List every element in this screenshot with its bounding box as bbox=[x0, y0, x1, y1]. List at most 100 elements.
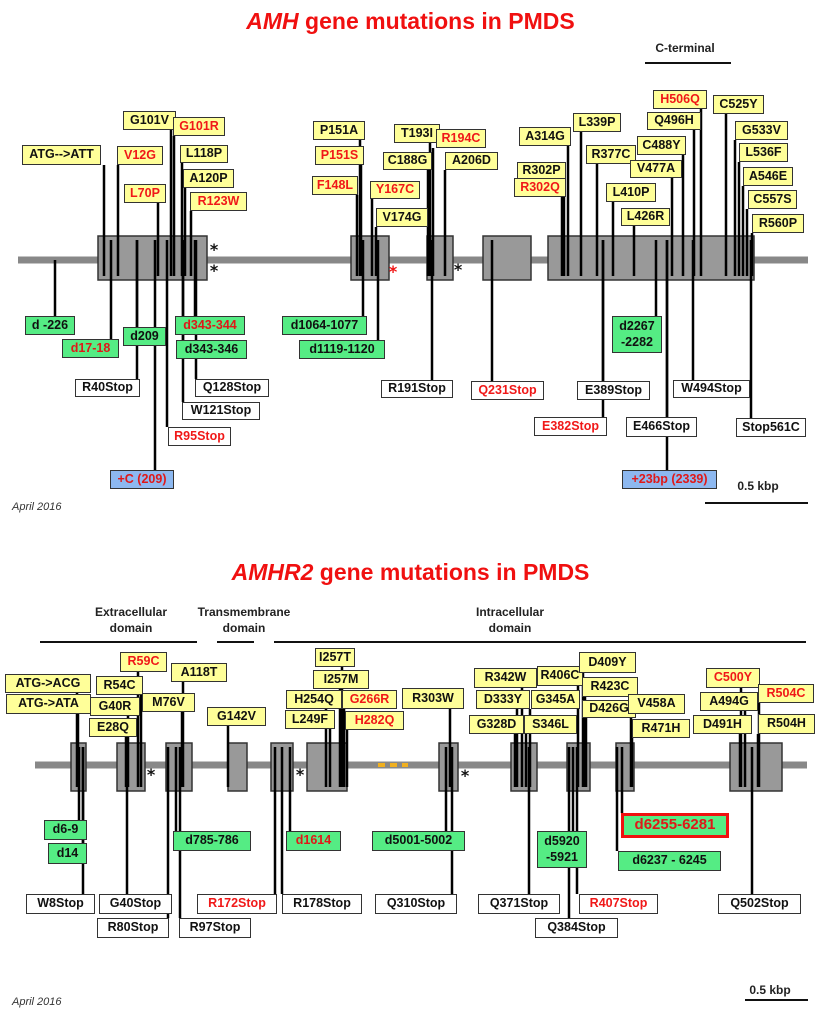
amh-mutation-label: V174G bbox=[376, 208, 428, 227]
amhr2-mutation-label: S346L bbox=[524, 715, 577, 734]
amhr2-mutation-label: Q384Stop bbox=[535, 918, 618, 938]
extracellular-domain-bar bbox=[40, 641, 197, 643]
amhr2-mutation-label: H282Q bbox=[345, 711, 404, 730]
amh-mutation-label: V477A bbox=[630, 160, 682, 178]
amh-date: April 2016 bbox=[12, 501, 62, 513]
amhr2-mutation-label: R406C bbox=[537, 666, 583, 686]
transmembrane-domain-bar bbox=[217, 641, 254, 643]
amh-mutation-label: F148L bbox=[312, 176, 358, 195]
amh-asterisk-icon: * bbox=[210, 240, 219, 259]
amh-mutation-label: d1119-1120 bbox=[299, 340, 385, 359]
amhr2-title: AMHR2 gene mutations in PMDS bbox=[0, 559, 821, 586]
amhr2-mutation-label: D333Y bbox=[476, 690, 530, 709]
amh-mutation-label: L118P bbox=[180, 145, 228, 163]
amh-mutation-label: P151S bbox=[315, 146, 364, 165]
amh-mutation-label: R377C bbox=[586, 145, 636, 164]
amhr2-mutation-label: R172Stop bbox=[197, 894, 277, 914]
amhr2-gene-name: AMHR2 bbox=[231, 559, 314, 585]
amhr2-mutation-label: R504H bbox=[758, 714, 815, 734]
amh-mutation-label: Q496H bbox=[647, 112, 701, 130]
amh-mutation-label: A546E bbox=[743, 167, 793, 186]
amhr2-mutation-label: D491H bbox=[693, 715, 752, 734]
amh-mutation-label: R560P bbox=[752, 214, 804, 233]
amh-scale-label: 0.5 kbp bbox=[737, 479, 779, 493]
amhr2-mutation-label: d14 bbox=[48, 843, 87, 864]
amh-mutation-label: R191Stop bbox=[381, 380, 453, 398]
amhr2-mutation-label: d785-786 bbox=[173, 831, 251, 851]
amh-mutation-label: G101V bbox=[123, 111, 176, 130]
amhr2-mutation-label: G345A bbox=[531, 690, 580, 709]
amh-mutation-label: C188G bbox=[383, 152, 432, 170]
amhr2-asterisk-icon: * bbox=[296, 765, 305, 784]
amhr2-asterisk-icon: * bbox=[461, 766, 470, 785]
amhr2-mutation-label: I257M bbox=[313, 670, 369, 689]
amh-scale-bar bbox=[705, 502, 808, 504]
amh-mutation-label: W121Stop bbox=[182, 402, 260, 420]
amhr2-mutation-label: R54C bbox=[96, 676, 143, 695]
amhr2-mutation-label: A494G bbox=[700, 692, 758, 711]
amh-mutation-label: Q128Stop bbox=[195, 379, 269, 397]
amh-mutation-label: A206D bbox=[445, 152, 498, 170]
amh-mutation-label: R302P bbox=[517, 162, 566, 180]
amhr2-mutation-label: D409Y bbox=[579, 652, 636, 673]
amhr2-mutation-label: W8Stop bbox=[26, 894, 95, 914]
amhr2-mutation-label: A118T bbox=[171, 663, 227, 682]
amh-mutation-label: d1064-1077 bbox=[282, 316, 367, 335]
amh-asterisk-icon: * bbox=[389, 262, 398, 281]
amh-exon bbox=[482, 235, 532, 281]
amh-mutation-label: R95Stop bbox=[168, 427, 231, 446]
amhr2-mutation-label: D426G bbox=[582, 700, 636, 718]
amh-mutation-label: R40Stop bbox=[75, 379, 140, 397]
amh-mutation-label: Stop561C bbox=[736, 418, 806, 437]
amhr2-mutation-label: d6-9 bbox=[44, 820, 87, 840]
amhr2-mutation-label: R342W bbox=[474, 668, 537, 688]
amh-asterisk-icon: * bbox=[210, 261, 219, 280]
amh-mutation-label: C557S bbox=[748, 190, 797, 209]
amh-mutation-label: E389Stop bbox=[577, 381, 650, 400]
amh-mutation-label: L410P bbox=[606, 183, 656, 202]
amhr2-mutation-label: G40R bbox=[90, 697, 140, 716]
amhr2-mutation-label: d5920 -5921 bbox=[537, 831, 587, 868]
amhr2-mutation-label: M76V bbox=[142, 693, 195, 712]
amh-mutation-label: G533V bbox=[735, 121, 788, 140]
amh-mutation-label: R194C bbox=[436, 129, 486, 148]
amhr2-mutation-label: R59C bbox=[120, 652, 167, 672]
amh-title-rest: gene mutations in PMDS bbox=[298, 8, 575, 34]
amhr2-mutation-label: d1614 bbox=[286, 831, 341, 851]
intracellular-domain-label: Intracellular domain bbox=[475, 605, 545, 635]
amhr2-mutation-label: G328D bbox=[469, 715, 524, 734]
amhr2-exon bbox=[227, 742, 248, 792]
amh-mutation-label: T193I bbox=[394, 124, 440, 143]
amh-mutation-label: d17-18 bbox=[62, 339, 119, 358]
amhr2-exon bbox=[729, 742, 783, 792]
amh-mutation-label: C525Y bbox=[713, 95, 764, 114]
amh-mutation-label: d209 bbox=[123, 327, 166, 346]
amh-mutation-label: +23bp (2339) bbox=[622, 470, 717, 489]
amhr2-mutation-label: Q310Stop bbox=[375, 894, 457, 914]
c-terminal-label: C-terminal bbox=[655, 41, 715, 55]
amhr2-mutation-label: G40Stop bbox=[99, 894, 172, 914]
amh-title: AMH gene mutations in PMDS bbox=[0, 8, 821, 35]
amhr2-mutation-label: I257T bbox=[315, 648, 355, 667]
amh-mutation-label: R123W bbox=[190, 192, 247, 211]
amhr2-mutation-label: d5001-5002 bbox=[372, 831, 465, 851]
amhr2-mutation-label: E28Q bbox=[89, 718, 137, 737]
amhr2-mutation-label: d6237 - 6245 bbox=[618, 851, 721, 871]
amh-mutation-label: C488Y bbox=[637, 136, 686, 155]
amh-mutation-label: d -226 bbox=[25, 316, 75, 335]
amh-exon bbox=[97, 235, 208, 281]
amhr2-scale-label: 0.5 kbp bbox=[749, 983, 791, 997]
amh-mutation-label: E382Stop bbox=[534, 417, 607, 436]
amh-mutation-label: P151A bbox=[313, 121, 365, 140]
extracellular-domain-label: Extracellular domain bbox=[94, 605, 168, 635]
amh-mutation-label: d2267 -2282 bbox=[612, 316, 662, 353]
amhr2-mutation-label: Q502Stop bbox=[718, 894, 801, 914]
c-terminal-bar bbox=[645, 62, 731, 64]
amhr2-mutation-label: R423C bbox=[582, 677, 638, 697]
amhr2-mutation-label: G266R bbox=[342, 690, 397, 709]
amh-mutation-label: V12G bbox=[117, 146, 163, 165]
amhr2-mutation-label: R303W bbox=[402, 688, 464, 709]
amhr2-date: April 2016 bbox=[12, 996, 62, 1008]
amhr2-mutation-label: C500Y bbox=[706, 668, 760, 688]
amhr2-mutation-label: ATG->ATA bbox=[6, 694, 91, 714]
